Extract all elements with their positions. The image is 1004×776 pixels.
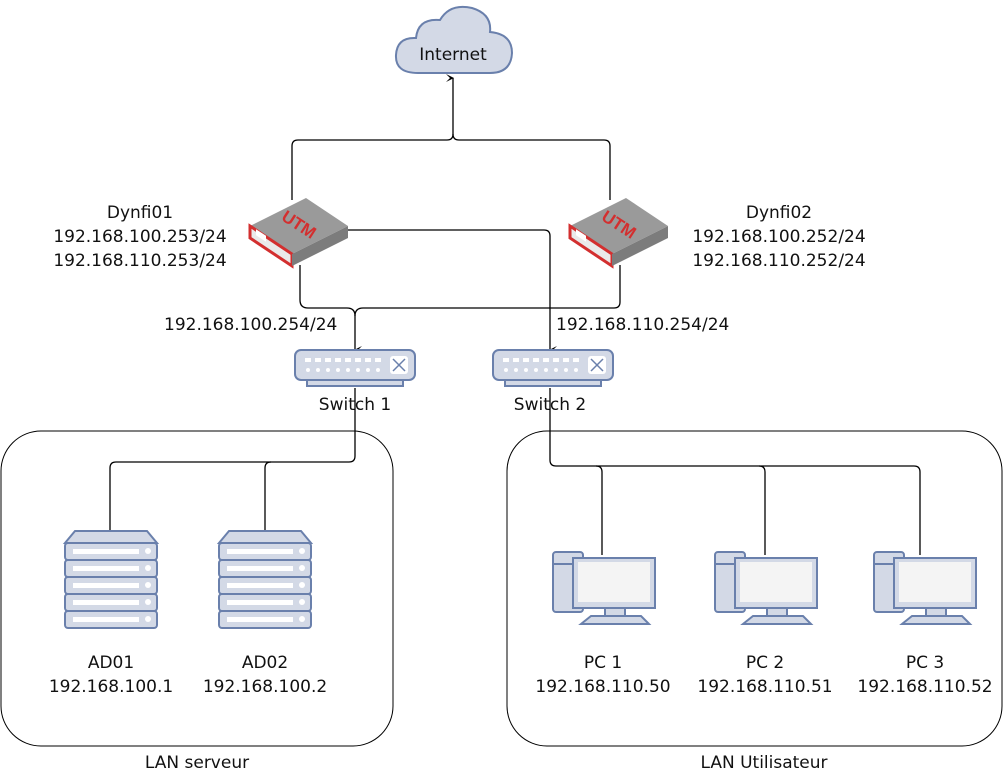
dynfi01-ip1: 192.168.100.253/24 — [53, 227, 227, 247]
pc3-name: PC 3 — [905, 653, 945, 673]
switch-icon-1 — [294, 349, 416, 387]
zone-lan-serveur — [0, 430, 394, 747]
ad02-name: AD02 — [241, 653, 289, 673]
dynfi02-ip1: 192.168.100.252/24 — [692, 227, 866, 247]
internet-label: Internet — [419, 45, 487, 65]
dynfi02-ip2: 192.168.110.252/24 — [692, 251, 866, 271]
switch2-label: Switch 2 — [513, 395, 587, 415]
switch1-label: Switch 1 — [318, 395, 392, 415]
link-switch1-servers — [109, 388, 356, 530]
gateway-lan2: 192.168.110.254/24 — [556, 315, 730, 335]
dynfi01-ip2: 192.168.110.253/24 — [53, 251, 227, 271]
dynfi02-name: Dynfi02 — [745, 203, 813, 223]
dynfi02-label: Dynfi02 192.168.100.252/24 192.168.110.2… — [669, 201, 889, 273]
gateway-lan1: 192.168.100.254/24 — [164, 315, 338, 335]
link-internet — [291, 74, 454, 200]
pc2-name: PC 2 — [745, 653, 785, 673]
pc2-ip: 192.168.110.51 — [697, 677, 833, 697]
zone-lan-utilisateur — [506, 430, 1003, 747]
pc3-label: PC 3 192.168.110.52 — [845, 651, 1004, 699]
dynfi01-label: Dynfi01 192.168.100.253/24 192.168.110.2… — [30, 201, 250, 273]
ad02-ip: 192.168.100.2 — [202, 677, 328, 697]
pc1-ip: 192.168.110.50 — [535, 677, 671, 697]
pc2-label: PC 2 192.168.110.51 — [685, 651, 845, 699]
link-dynfi01-switch1 — [299, 265, 362, 354]
zone-user-label: LAN Utilisateur — [700, 753, 828, 773]
ad01-label: AD01 192.168.100.1 — [31, 651, 191, 699]
zone-server-label: LAN serveur — [144, 753, 250, 773]
pc-icon-2 — [714, 551, 818, 625]
pc-icon-3 — [873, 551, 977, 625]
link-dynfi01-switch2 — [348, 229, 557, 354]
pc-icon-1 — [552, 551, 656, 625]
switch-icon-2 — [492, 349, 614, 387]
link-switch2-pcs — [549, 388, 921, 555]
server-icon-ad01 — [64, 530, 158, 629]
internet-cloud-icon — [394, 5, 514, 74]
dynfi01-name: Dynfi01 — [106, 203, 174, 223]
server-icon-ad02 — [218, 530, 312, 629]
links — [109, 74, 921, 555]
pc1-label: PC 1 192.168.110.50 — [523, 651, 683, 699]
ad01-ip: 192.168.100.1 — [48, 677, 174, 697]
pc3-ip: 192.168.110.52 — [857, 677, 993, 697]
ad02-label: AD02 192.168.100.2 — [185, 651, 345, 699]
ad01-name: AD01 — [87, 653, 135, 673]
pc1-name: PC 1 — [583, 653, 623, 673]
link-dynfi02-switch1 — [354, 265, 621, 317]
